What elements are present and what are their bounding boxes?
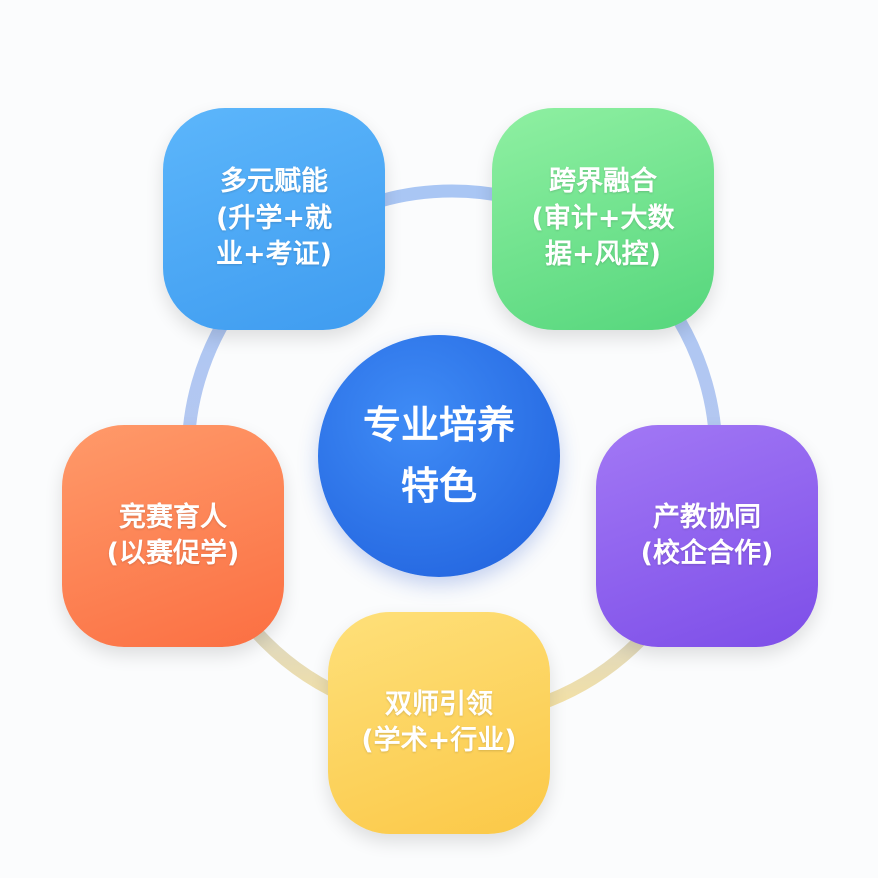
node-label: 跨界融合 (审计+大数 据+风控) bbox=[531, 166, 675, 271]
node-competition: 竞赛育人 (以赛促学) bbox=[62, 425, 284, 647]
node-cross-integration: 跨界融合 (审计+大数 据+风控) bbox=[492, 108, 714, 330]
node-label: 双师引领 (学术+行业) bbox=[361, 688, 517, 756]
node-dual-teachers: 双师引领 (学术+行业) bbox=[328, 612, 550, 834]
node-label: 产教协同 (校企合作) bbox=[640, 501, 774, 569]
node-label: 多元赋能 (升学+就 业+考证) bbox=[216, 166, 332, 271]
center-circle: 专业培养 特色 bbox=[318, 335, 560, 577]
node-industry-education: 产教协同 (校企合作) bbox=[596, 425, 818, 647]
node-label: 竞赛育人 (以赛促学) bbox=[106, 501, 240, 569]
node-multi-empowerment: 多元赋能 (升学+就 业+考证) bbox=[163, 108, 385, 330]
center-title: 专业培养 特色 bbox=[362, 403, 515, 508]
